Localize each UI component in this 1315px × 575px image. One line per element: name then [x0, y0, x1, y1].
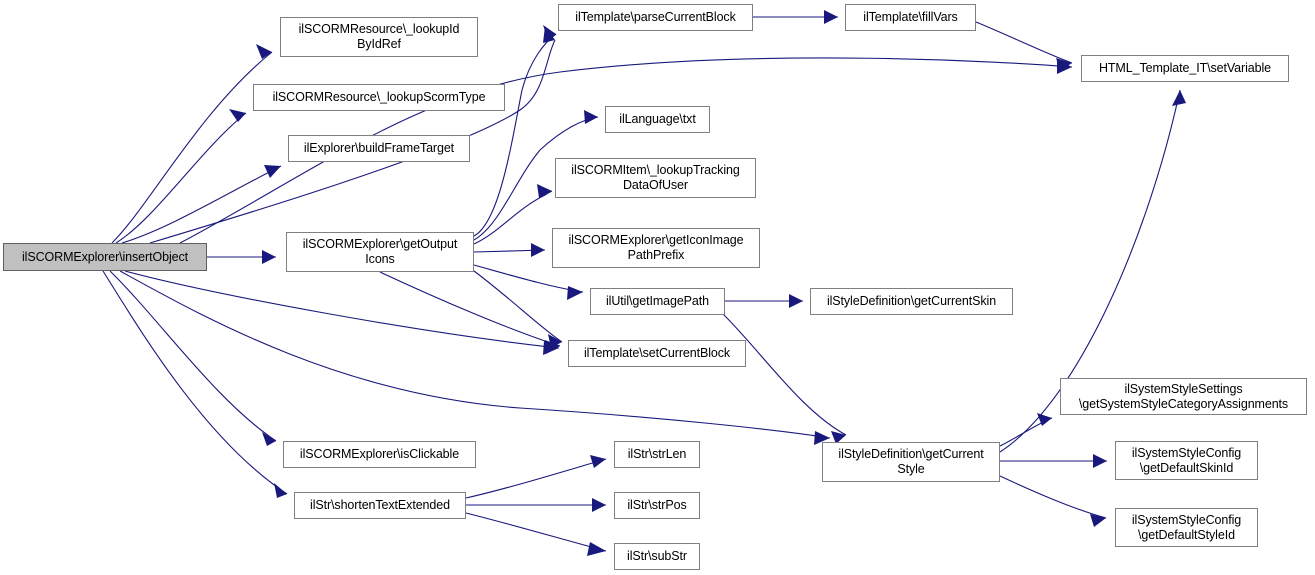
edge-parseCurrentBlock-to-fillVars — [753, 10, 838, 24]
node-label: ilStr\strPos — [627, 498, 687, 512]
node-label: HTML_Template_IT\setVariable — [1098, 61, 1272, 75]
node-label: ilStr\shortenTextExtended — [310, 498, 450, 512]
edge-getOutputIcons-to-getImagePath — [473, 264, 584, 300]
node-getCurrentStyle[interactable]: ilStyleDefinition\getCurrent Style — [822, 442, 1000, 482]
arrowhead-icon — [1093, 454, 1107, 468]
node-fillVars[interactable]: ilTemplate\fillVars — [845, 4, 976, 31]
arrowhead-icon — [262, 432, 276, 446]
arrowhead-icon — [814, 431, 830, 445]
edge-shortenTextExtended-to-subStr — [465, 512, 607, 556]
edge-insertObject-to-getOutputIcons — [207, 250, 276, 264]
node-label: ilSCORMExplorer\isClickable — [299, 447, 460, 461]
arrowhead-icon — [824, 10, 838, 24]
node-setCurrentBlock[interactable]: ilTemplate\setCurrentBlock — [568, 340, 746, 367]
node-label: ilUtil\getImagePath — [605, 294, 709, 308]
node-parseCurrentBlock[interactable]: ilTemplate\parseCurrentBlock — [558, 4, 753, 31]
arrowhead-icon — [531, 243, 545, 257]
edge-getOutputIcons-to-lookupTrackingData — [473, 184, 553, 245]
node-getOutputIcons[interactable]: ilSCORMExplorer\getOutput Icons — [286, 232, 474, 272]
arrowhead-icon — [789, 294, 803, 308]
node-label: ilSCORMResource\_lookupId ByIdRef — [298, 22, 460, 51]
node-label: ilStr\subStr — [627, 549, 687, 563]
node-lookupScormType[interactable]: ilSCORMResource\_lookupScormType — [253, 84, 505, 111]
edge-insertObject-to-buildFrameTarget — [121, 165, 282, 244]
node-label: ilLanguage\txt — [619, 112, 696, 126]
edge-getOutputIcons-to-parseCurrentBlock — [473, 25, 557, 237]
edge-shortenTextExtended-to-strPos — [466, 498, 606, 512]
node-styleCategoryAssign[interactable]: ilSystemStyleSettings \getSystemStyleCat… — [1060, 378, 1307, 415]
arrowhead-icon — [590, 455, 606, 468]
arrowhead-icon — [262, 250, 276, 264]
arrowhead-icon — [587, 542, 606, 556]
node-label: ilSCORMExplorer\getIconImage PathPrefix — [568, 233, 744, 262]
arrowhead-icon — [264, 165, 281, 178]
arrowhead-icon — [1090, 514, 1106, 527]
edge-insertObject-to-isClickable — [109, 270, 277, 446]
arrowhead-icon — [537, 184, 552, 198]
node-lookupTrackingData[interactable]: ilSCORMItem\_lookupTracking DataOfUser — [555, 158, 756, 198]
node-label: ilSCORMItem\_lookupTracking DataOfUser — [571, 163, 740, 192]
arrowhead-icon — [229, 109, 246, 122]
node-label: ilSCORMExplorer\getOutput Icons — [302, 237, 458, 266]
node-label: ilTemplate\parseCurrentBlock — [575, 10, 736, 24]
node-label: ilStr\strLen — [627, 447, 687, 461]
edge-shortenTextExtended-to-strLen — [465, 455, 607, 499]
arrowhead-icon — [545, 340, 560, 354]
arrowhead-icon — [274, 483, 287, 498]
node-shortenTextExtended[interactable]: ilStr\shortenTextExtended — [294, 492, 466, 519]
edge-getCurrentStyle-to-getDefaultStyleId — [999, 475, 1107, 527]
node-getIconImagePrefix[interactable]: ilSCORMExplorer\getIconImage PathPrefix — [552, 228, 760, 268]
arrowhead-icon — [1056, 58, 1072, 71]
edge-insertObject-to-lookupScormType — [115, 109, 247, 244]
node-insertObject[interactable]: ilSCORMExplorer\insertObject — [3, 243, 207, 271]
edge-getCurrentStyle-to-getDefaultSkinId — [1000, 454, 1107, 468]
node-label: ilTemplate\setCurrentBlock — [583, 346, 731, 360]
edge-getOutputIcons-to-setCurrentBlockB — [379, 271, 561, 354]
node-lookupIdByIdRef[interactable]: ilSCORMResource\_lookupId ByIdRef — [280, 17, 478, 57]
arrowhead-icon — [256, 44, 272, 59]
node-label: ilStyleDefinition\getCurrent Style — [838, 447, 984, 476]
node-label: ilExplorer\buildFrameTarget — [303, 141, 455, 155]
node-label: ilSCORMResource\_lookupScormType — [272, 90, 486, 104]
edge-getImagePath-to-getCurrentSkin — [725, 294, 803, 308]
arrowhead-icon — [567, 286, 583, 300]
node-label: ilSystemStyleConfig \getDefaultStyleId — [1131, 512, 1242, 542]
node-strLen[interactable]: ilStr\strLen — [614, 441, 700, 468]
edge-getCurrentStyle-to-setVariable — [999, 89, 1186, 453]
edge-getOutputIcons-to-langTxt — [473, 110, 599, 241]
node-buildFrameTarget[interactable]: ilExplorer\buildFrameTarget — [288, 135, 470, 162]
arrowhead-icon — [592, 498, 606, 512]
arrowhead-icon — [831, 431, 846, 444]
edge-insertObject-to-shortenTextExtended — [102, 270, 288, 498]
node-label: ilSystemStyleConfig \getDefaultSkinId — [1131, 445, 1242, 475]
node-isClickable[interactable]: ilSCORMExplorer\isClickable — [283, 441, 476, 468]
node-getImagePath[interactable]: ilUtil\getImagePath — [590, 288, 725, 315]
edge-insertObject-to-lookupIdByIdRef — [111, 44, 273, 244]
node-getDefaultSkinId[interactable]: ilSystemStyleConfig \getDefaultSkinId — [1115, 441, 1258, 480]
node-langTxt[interactable]: ilLanguage\txt — [605, 106, 710, 133]
edge-insertObject-to-getCurrentStyle — [119, 270, 831, 445]
arrowhead-icon — [584, 110, 598, 124]
arrowhead-icon — [543, 25, 556, 40]
node-strPos[interactable]: ilStr\strPos — [614, 492, 700, 519]
node-subStr[interactable]: ilStr\subStr — [614, 543, 700, 570]
node-getCurrentSkin[interactable]: ilStyleDefinition\getCurrentSkin — [810, 288, 1013, 315]
node-getDefaultStyleId[interactable]: ilSystemStyleConfig \getDefaultStyleId — [1115, 508, 1258, 547]
edge-getOutputIcons-to-setCurrentBlock — [473, 270, 563, 348]
node-setVariable[interactable]: HTML_Template_IT\setVariable — [1081, 55, 1289, 82]
arrowhead-icon — [1037, 413, 1052, 426]
node-label: ilStyleDefinition\getCurrentSkin — [826, 294, 997, 308]
node-label: ilSystemStyleSettings \getSystemStyleCat… — [1078, 381, 1289, 411]
arrowhead-icon — [1172, 90, 1186, 106]
edge-getCurrentStyle-to-styleCategoryAssign — [999, 413, 1053, 447]
node-label: ilSCORMExplorer\insertObject — [22, 249, 188, 264]
edge-insertObject-to-setCurrentBlock — [124, 270, 560, 355]
node-label: ilTemplate\fillVars — [863, 10, 958, 24]
edge-getImagePath-to-getCurrentStyle — [721, 312, 847, 444]
edge-fillVars-to-setVariable — [975, 21, 1073, 71]
edge-getOutputIcons-to-getIconImagePrefix — [473, 243, 546, 257]
